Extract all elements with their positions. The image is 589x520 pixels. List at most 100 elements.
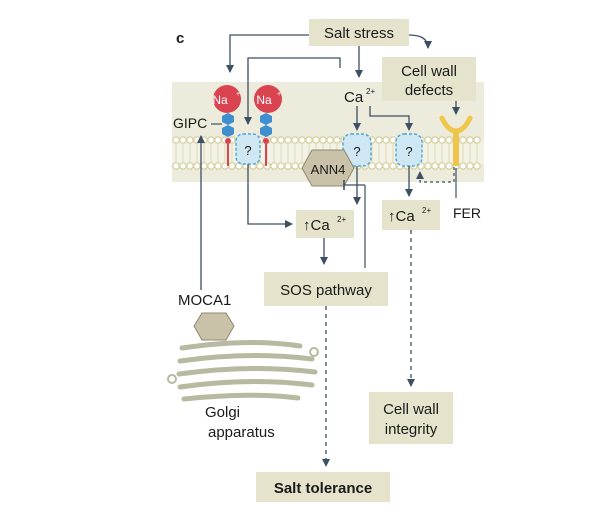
lipid-head bbox=[375, 136, 383, 144]
ca-rise-right-box bbox=[382, 200, 440, 230]
golgi-apparatus bbox=[176, 339, 318, 402]
lipid-head bbox=[186, 162, 194, 170]
lipid-head bbox=[284, 136, 292, 144]
golgi-label-line1: Golgi bbox=[205, 404, 240, 421]
lipid-head bbox=[270, 162, 278, 170]
fer-receptor bbox=[439, 115, 473, 166]
unknown-channel-2-label: ? bbox=[353, 144, 360, 159]
lipid-head bbox=[298, 136, 306, 144]
lipid-head bbox=[284, 162, 292, 170]
lipid-head bbox=[424, 136, 432, 144]
lipid-head bbox=[207, 136, 215, 144]
ca-rise-right-label: ↑Ca bbox=[388, 208, 415, 225]
lipid-head bbox=[172, 136, 180, 144]
cell-wall-defects-box bbox=[382, 57, 476, 101]
moca1-protein bbox=[193, 312, 235, 341]
lipid-head bbox=[207, 162, 215, 170]
lipid-head bbox=[186, 136, 194, 144]
na-right-label: Na bbox=[256, 93, 272, 107]
fer-label: FER bbox=[453, 205, 481, 221]
na-left-label: Na bbox=[212, 93, 228, 107]
gipc-label: GIPC bbox=[173, 115, 207, 131]
na-left-charge: + bbox=[236, 91, 240, 98]
ca-rise-right-charge: 2+ bbox=[422, 206, 431, 215]
sos-pathway-box bbox=[264, 272, 388, 306]
lipid-head bbox=[445, 136, 453, 144]
sodium-ion-left bbox=[213, 85, 241, 113]
lipid-head bbox=[466, 136, 474, 144]
lipid-head bbox=[200, 162, 208, 170]
lipid-head bbox=[291, 162, 299, 170]
lipid-head bbox=[473, 136, 481, 144]
salt-to-na-arrow bbox=[226, 34, 309, 73]
lipid-head bbox=[319, 136, 327, 144]
cell-wall-integrity-box bbox=[369, 392, 453, 444]
cell-wall-integrity-line2: integrity bbox=[385, 421, 438, 438]
lipid-head bbox=[200, 136, 208, 144]
panel-letter: c bbox=[176, 30, 184, 47]
lipid-head bbox=[305, 136, 313, 144]
cell-wall-integrity-line1: Cell wall bbox=[383, 401, 439, 418]
lipid-head bbox=[424, 162, 432, 170]
salt-stress-label: Salt stress bbox=[324, 25, 394, 42]
lipid-head bbox=[228, 162, 236, 170]
lipid-head bbox=[466, 162, 474, 170]
lipid-head bbox=[382, 136, 390, 144]
golgi-vesicles bbox=[167, 347, 319, 384]
na-right-charge: + bbox=[277, 91, 281, 98]
ca-rise-left-label: ↑Ca bbox=[303, 217, 330, 234]
ann4-label: ANN4 bbox=[311, 162, 346, 177]
lipid-head bbox=[473, 162, 481, 170]
lipid-head bbox=[270, 136, 278, 144]
lipid-head bbox=[312, 136, 320, 144]
ca-to-channel3-arrow bbox=[369, 106, 413, 131]
lipid-head bbox=[214, 136, 222, 144]
lipid-head bbox=[459, 136, 467, 144]
fer-feedback-arrow bbox=[416, 167, 455, 183]
ca-rise-left-box bbox=[296, 210, 354, 238]
golgi-label-line2: apparatus bbox=[208, 424, 275, 441]
lipid-head bbox=[193, 136, 201, 144]
lipid-head bbox=[326, 136, 334, 144]
gipc-glycan-left bbox=[222, 113, 234, 166]
lipid-head bbox=[438, 136, 446, 144]
lipid-head bbox=[438, 162, 446, 170]
moca1-label: MOCA1 bbox=[178, 292, 231, 309]
ca-rise-left-charge: 2+ bbox=[337, 215, 346, 224]
sodium-ion-right bbox=[254, 85, 282, 113]
lipid-head bbox=[277, 136, 285, 144]
lipid-head bbox=[179, 136, 187, 144]
lipid-head bbox=[459, 162, 467, 170]
unknown-channel-1-label: ? bbox=[244, 143, 251, 158]
lipid-head bbox=[256, 162, 264, 170]
ca-top-charge: 2+ bbox=[366, 87, 375, 96]
lipid-head bbox=[172, 162, 180, 170]
unknown-channel-3-label: ? bbox=[405, 144, 412, 159]
lipid-head bbox=[179, 162, 187, 170]
salt-tolerance-label: Salt tolerance bbox=[274, 480, 372, 497]
lipid-head bbox=[445, 162, 453, 170]
salt-to-wall-arrow bbox=[408, 34, 432, 49]
lipid-head bbox=[389, 136, 397, 144]
lipid-head bbox=[333, 136, 341, 144]
lipid-head bbox=[368, 162, 376, 170]
lipid-head bbox=[277, 162, 285, 170]
sos-pathway-label: SOS pathway bbox=[280, 282, 372, 299]
lipid-head bbox=[431, 136, 439, 144]
ca-top-label: Ca bbox=[344, 89, 364, 106]
salt-stress-box bbox=[309, 19, 409, 46]
lipid-head bbox=[375, 162, 383, 170]
gipc-glycan-right bbox=[260, 113, 272, 166]
lipid-head bbox=[193, 162, 201, 170]
salt-to-channel-arrow bbox=[244, 57, 341, 125]
channel-to-ca-arrow bbox=[247, 164, 293, 228]
lipid-head bbox=[214, 162, 222, 170]
cell-wall-defects-line2: defects bbox=[405, 82, 453, 99]
lipid-head bbox=[389, 162, 397, 170]
lipid-head bbox=[382, 162, 390, 170]
lipid-head bbox=[431, 162, 439, 170]
salt-tolerance-box bbox=[256, 472, 390, 502]
cell-wall-defects-line1: Cell wall bbox=[401, 63, 457, 80]
lipid-head bbox=[291, 136, 299, 144]
